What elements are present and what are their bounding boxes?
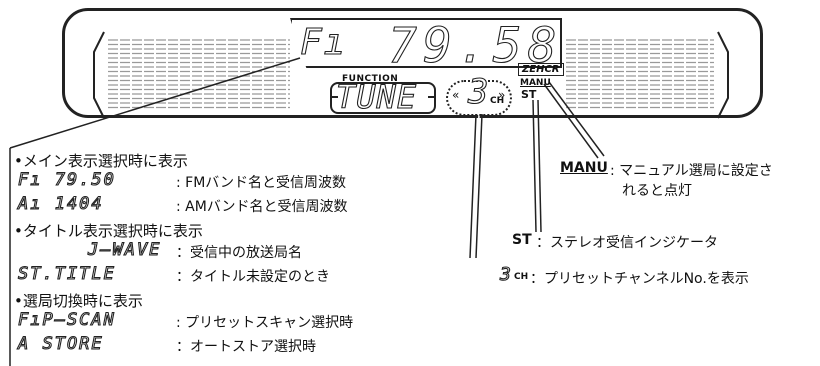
manu-desc-line1: : マニュアル選局に設定さ xyxy=(610,163,773,179)
seek-item-1-seg: FıP—SCAN xyxy=(17,309,116,330)
title-item-2-seg: ST.TITLE xyxy=(17,263,116,284)
leader-manu-outer xyxy=(548,81,605,157)
title-display-header: •タイトル表示選択時に表示 xyxy=(14,222,203,240)
title-item-2-desc: ：タイトル未設定のとき xyxy=(176,269,330,285)
ch-unit-label: CH xyxy=(514,272,529,282)
title-item-1-seg: J—WAVE xyxy=(87,239,162,260)
seek-item-1-desc: : プリセットスキャン選択時 xyxy=(176,315,354,331)
leader-ch-outer xyxy=(475,113,483,259)
zehcr-indicator: ZEHCR xyxy=(518,63,564,76)
leader-st-outer xyxy=(537,99,542,233)
ch-label: CH xyxy=(490,96,505,106)
st-indicator: ST xyxy=(521,88,537,101)
ch-right-arrow-icon: » xyxy=(498,88,506,102)
leader-st xyxy=(532,99,537,233)
ch-left-arrow-icon: « xyxy=(452,88,460,102)
channel-box xyxy=(446,80,512,116)
manu-label: MANU xyxy=(560,160,608,176)
seek-display-header: •選局切換時に表示 xyxy=(14,292,143,310)
seek-item-2-seg: A STORE xyxy=(17,333,104,354)
ch-seg-sample: 3 xyxy=(499,263,513,285)
manu-desc-line2: れると点灯 xyxy=(622,183,692,199)
freq-band-text: Fı xyxy=(299,21,348,63)
ch-desc: ：プリセットチャンネルNo.を表示 xyxy=(530,271,749,287)
manu-indicator: MANU xyxy=(520,78,551,88)
leader-ch-inner xyxy=(472,113,480,259)
lcd-display-panel xyxy=(62,8,763,118)
main-display-header: •メイン表示選択時に表示 xyxy=(14,152,188,170)
main-item-2-seg: Aı 1404 xyxy=(17,193,104,214)
leader-manu xyxy=(543,83,599,159)
st-label: ST xyxy=(512,232,532,248)
leader-freq xyxy=(9,57,301,149)
tune-box xyxy=(330,82,436,114)
main-item-2-desc: : AMバンド名と受信周波数 xyxy=(176,199,348,215)
channel-number: 3 xyxy=(467,71,491,112)
freq-value-text: 79.58 xyxy=(387,17,563,74)
tune-text: TUNE xyxy=(335,77,418,116)
seek-item-2-desc: ：オートストア選択時 xyxy=(176,339,316,355)
st-desc: ：ステレオ受信インジケータ xyxy=(536,235,718,251)
leader-ch xyxy=(469,113,477,259)
main-item-1-seg: Fı 79.50 xyxy=(17,169,116,190)
function-label: FUNCTION xyxy=(342,74,399,84)
title-item-1-desc: ：受信中の放送局名 xyxy=(176,245,302,261)
main-item-1-desc: : FMバンド名と受信周波数 xyxy=(176,175,346,191)
